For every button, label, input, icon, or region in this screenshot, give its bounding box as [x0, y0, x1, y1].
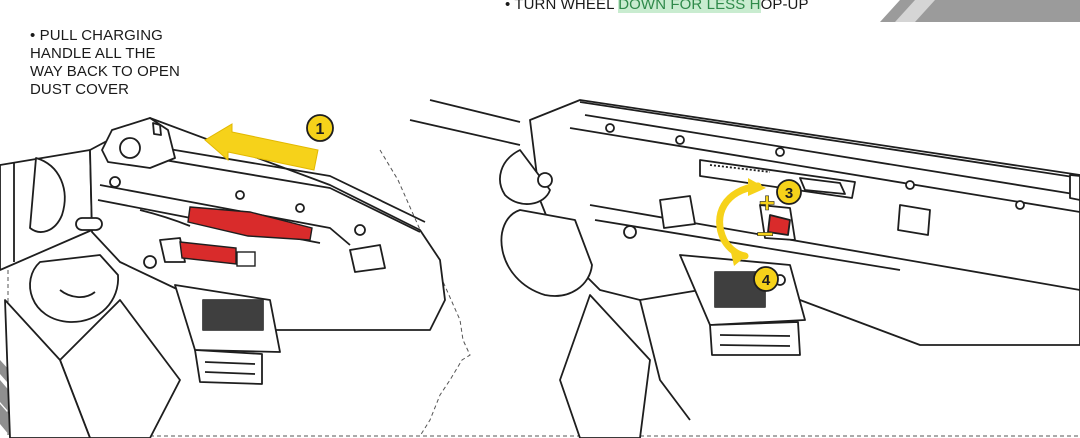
hop-up-instruction: • TURN WHEEL DOWN FOR LESS HOP-UP: [505, 0, 809, 14]
callout-step3-number: 3: [785, 185, 793, 202]
callout-step3: 3: [776, 179, 802, 205]
callout-step4-number: 4: [762, 272, 771, 289]
hop-up-instruction-prefix: • TURN WHEEL: [505, 0, 619, 13]
hop-up-instruction-highlight: DOWN FOR LESS H: [618, 0, 761, 13]
curved-double-arrow-icon: [716, 178, 766, 266]
plus-sign: +: [759, 187, 775, 218]
right-receiver: [409, 99, 1080, 438]
step1-instruction-line: • PULL CHARGING: [30, 27, 163, 44]
step1-instruction-line: DUST COVER: [30, 81, 130, 98]
charging-handle-highlight: [179, 206, 313, 267]
left-receiver: [0, 117, 446, 438]
minus-sign: −: [756, 218, 774, 251]
corner-light-stripe: [895, 0, 935, 22]
step1-instruction-line: HANDLE ALL THE: [30, 45, 156, 62]
callout-step1-number: 1: [316, 121, 325, 138]
step1-instruction-line: WAY BACK TO OPEN: [30, 63, 180, 80]
hop-up-instruction-suffix: OP-UP: [760, 0, 809, 13]
step1-instruction: • PULL CHARGING HANDLE ALL THE WAY BACK …: [30, 27, 240, 99]
yellow-arrow-left-icon: [204, 123, 319, 171]
callout-step4: 4: [753, 266, 779, 292]
dashed-frame: [7, 149, 1078, 437]
callout-step1: 1: [306, 114, 334, 142]
